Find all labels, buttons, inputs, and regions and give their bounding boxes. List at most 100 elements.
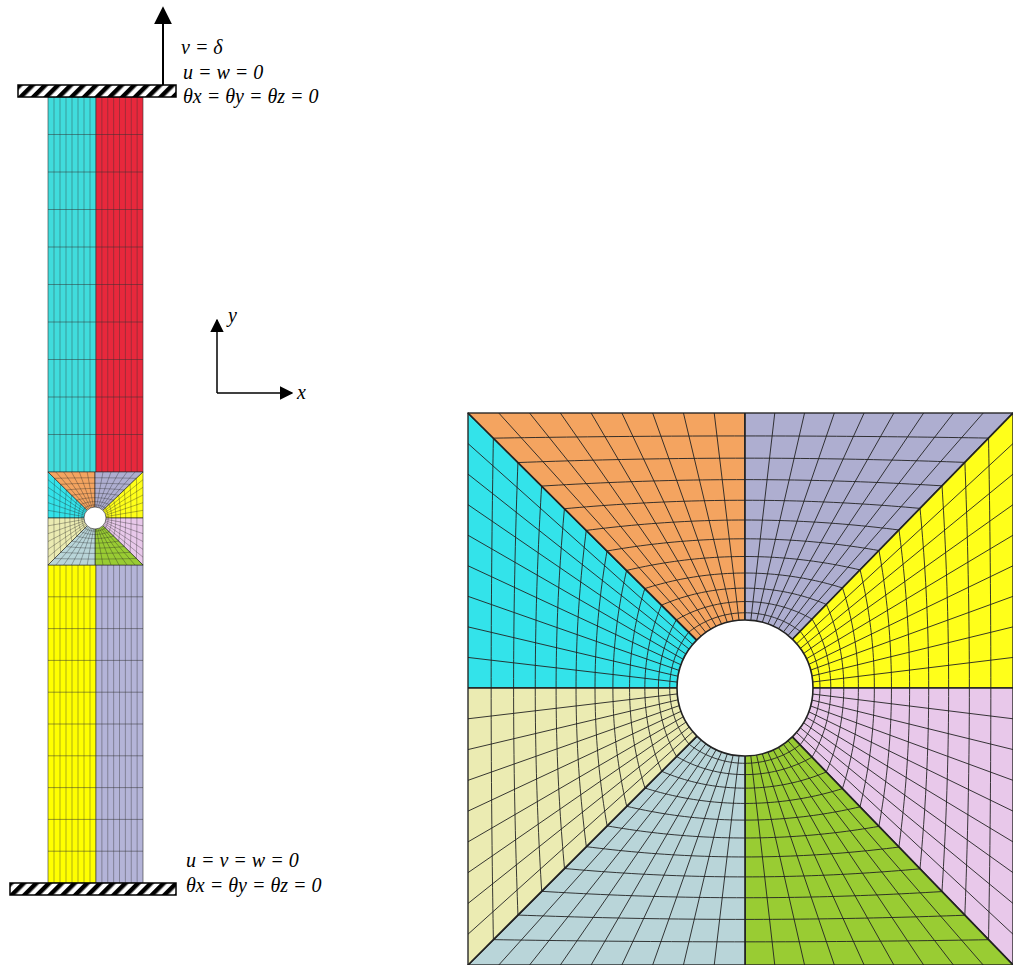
mesh-line: [613, 688, 627, 806]
mesh-border: [48, 472, 143, 565]
mesh-line: [48, 503, 84, 516]
mesh-line: [745, 826, 879, 838]
mesh-line: [468, 657, 677, 682]
mesh-strip: [96, 565, 143, 883]
displacement-arrow: [162, 8, 164, 85]
mesh-line: [745, 847, 899, 857]
mesh-line: [48, 510, 84, 516]
mesh-line: [965, 688, 970, 915]
mesh-line: [745, 892, 942, 898]
mesh-line: [95, 529, 96, 565]
mesh-line: [96, 755, 143, 756]
mesh-line: [468, 706, 679, 781]
mesh-line: [586, 847, 745, 857]
mesh-line: [96, 322, 143, 323]
mesh-line: [491, 688, 493, 940]
mesh-line: [683, 755, 733, 965]
mesh-line: [879, 688, 892, 826]
mesh-line: [744, 756, 746, 965]
mesh-line: [762, 413, 834, 622]
mesh-strip: [48, 97, 96, 472]
mesh-line: [745, 480, 942, 486]
mesh-line: [813, 687, 1013, 689]
mesh-line: [745, 807, 860, 820]
mesh-line: [96, 247, 143, 248]
mesh-line: [48, 284, 96, 285]
top-clamp: [18, 85, 176, 97]
mesh-region: [103, 472, 143, 518]
mesh-line: [564, 869, 745, 877]
mesh-line: [792, 737, 1013, 965]
mesh-region: [468, 413, 745, 640]
mesh-line: [560, 413, 711, 629]
mesh-line: [809, 566, 1013, 665]
mesh-line: [96, 472, 103, 507]
mesh-line: [745, 940, 989, 942]
boundary-condition: u = v = w = 0: [186, 849, 299, 872]
mesh-line: [773, 750, 894, 965]
mesh-line: [468, 711, 681, 811]
mesh-line: [662, 771, 745, 788]
mesh-line: [762, 754, 834, 965]
mesh-line: [96, 359, 143, 360]
mesh-line: [942, 688, 949, 892]
mesh-line: [499, 413, 701, 636]
mesh-line: [768, 752, 864, 965]
mesh-line: [920, 508, 929, 688]
mesh-line: [48, 322, 96, 323]
mesh-line: [514, 688, 518, 915]
mesh-line: [48, 692, 96, 693]
mesh-line: [556, 688, 564, 869]
mesh-line: [813, 694, 1013, 719]
mesh-line: [48, 359, 96, 360]
mesh-line: [792, 413, 1013, 639]
mesh-line: [105, 487, 143, 512]
mesh-line: [468, 687, 677, 689]
mesh-line: [101, 527, 127, 565]
mesh-line: [48, 628, 96, 629]
mesh-line: [595, 551, 607, 688]
mesh-line: [95, 472, 96, 507]
mesh-line: [806, 535, 1013, 659]
mesh-line: [564, 500, 745, 508]
axis-label: x: [297, 381, 306, 404]
mesh-line: [745, 915, 965, 919]
mesh-line: [96, 724, 143, 725]
mesh-strip: [48, 565, 96, 883]
mesh-line: [744, 413, 746, 620]
mesh-line: [645, 688, 662, 771]
mesh-line: [48, 209, 96, 210]
boundary-condition: θx = θy = θz = 0: [186, 874, 322, 897]
mesh-region: [792, 413, 1013, 688]
mesh-line: [607, 539, 745, 551]
mesh-line: [48, 596, 96, 597]
mesh-line: [965, 462, 969, 688]
mesh-line: [468, 700, 678, 750]
mesh-line: [48, 525, 86, 557]
mesh-line: [576, 530, 586, 688]
mesh-line: [48, 819, 96, 820]
mesh-line: [757, 755, 805, 965]
hole: [84, 507, 106, 529]
mesh-line: [714, 756, 739, 965]
mesh-line: [812, 700, 1013, 750]
mesh-line: [468, 694, 677, 719]
mesh-line: [530, 413, 706, 632]
mesh-line: [96, 529, 103, 565]
mesh-line: [468, 727, 689, 903]
mesh-line: [48, 247, 96, 248]
mesh-line: [826, 688, 844, 772]
mesh-line: [627, 806, 745, 820]
mesh-line: [811, 706, 1013, 780]
mesh-line: [879, 551, 891, 688]
mesh-line: [804, 505, 1013, 654]
mesh-line: [468, 732, 693, 935]
mesh-line: [96, 434, 143, 435]
mesh-line: [96, 819, 143, 820]
mesh-line: [653, 754, 728, 965]
mesh-line: [826, 604, 843, 688]
boundary-condition: v = δ: [181, 36, 223, 59]
mesh-region: [48, 518, 87, 565]
mesh-line: [653, 413, 728, 622]
